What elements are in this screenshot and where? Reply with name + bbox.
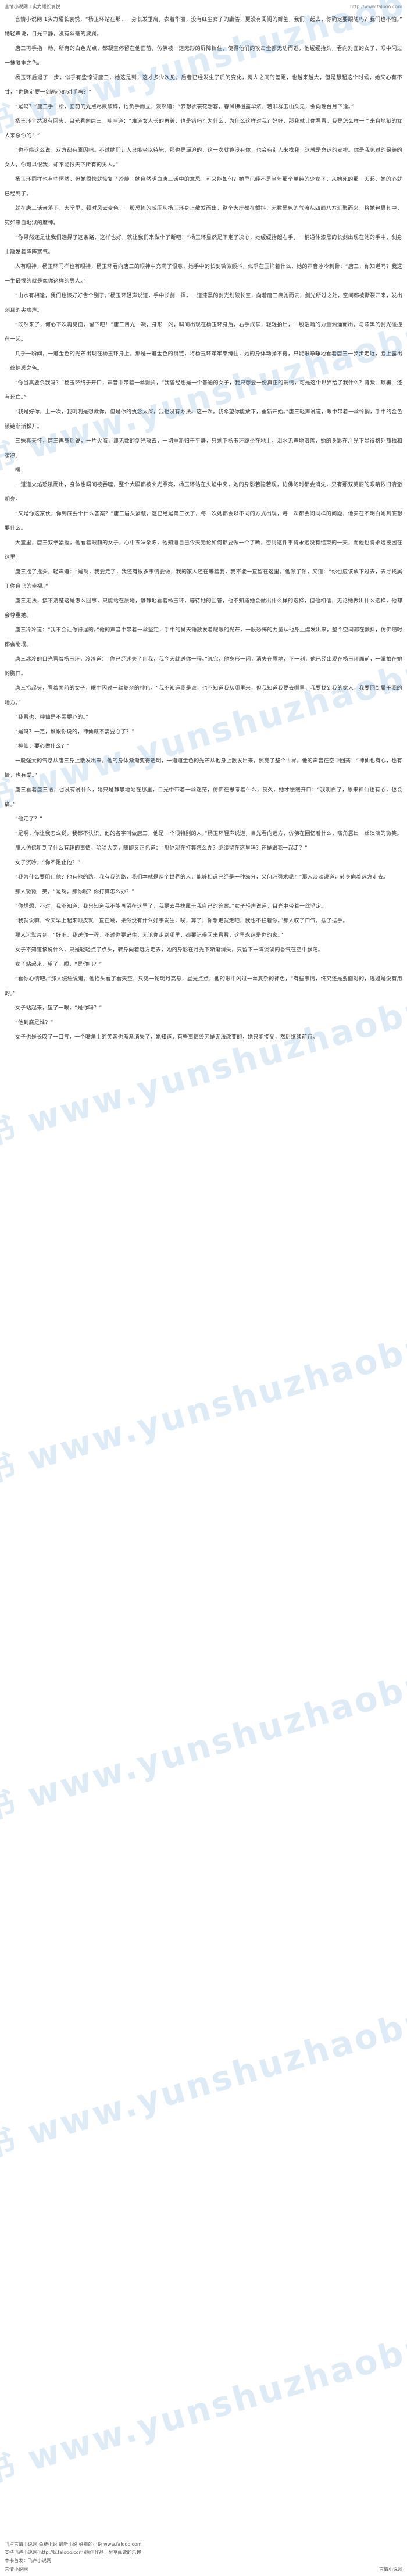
paragraph: 那人沉默片刻，“好吧，我送你一程，不过你要记住，无论你走到哪里，都要记得回来看看… [15, 933, 284, 939]
paragraph: 女子不知道该说什么，只是轻轻点了点头，转身向着远方走去，她的身影在月光下渐渐消失… [15, 947, 324, 953]
paragraph: “既然来了，何必下次再见面，留下吧！”唐三目光一凝，身形一闪，瞬间出现在杨玉环身… [5, 322, 402, 342]
paragraph: 女子沉吟，“你不阻止他？” [15, 860, 81, 866]
paragraph: 女子也是长叹了一口气，一个嘴角上的笑容也渐渐消失了，她知道，有些事情终究是无法改… [15, 1034, 318, 1040]
paragraph: “神仙，要心做什么？” [15, 744, 70, 750]
paragraph: “也不能这么说，双方都有原因吧。不过她们让人只能坐以待毙，那也是逼迫的，这一次就… [5, 148, 402, 168]
paragraph: 那人仿佛听到了什么有趣的事情，哈哈大笑，随即又正色道：“那你现在打算怎么办？继续… [15, 845, 308, 851]
paragraph: 唐三抬起头，看着面前的女子，眼中闪过一丝复杂的神色，“我不知道我是谁，也不知道我… [5, 686, 402, 706]
paragraph: 人有眼神，杨玉环同样也有眼神，杨玉环看向唐三的眼神中充满了恨意，她手中的长剑微微… [5, 264, 402, 284]
paragraph: “我看也，神仙是不需要心的。” [15, 715, 89, 720]
header-left-text: 言情小说网 1实力耀长袁悦 [5, 4, 60, 9]
paragraph: 言情小说网 1实力耀长袁悦，“杨玉环站在那，一身长发垂肩，衣着华丽，没有红尘女子… [5, 17, 402, 37]
paragraph: 唐三冷冷道：“我不会让你得逞的。”他的声音中带着一丝坚定，手中的昊天锤散发着耀眼… [5, 627, 402, 648]
footer-line-2: 支持飞卢小说网(http://b.falooo.com)原创作品，尽享阅读的乐趣… [5, 2550, 146, 2555]
paragraph: 几乎一瞬间，一道金色的光芒出现在杨玉环身上，那是一道金色的锁链，将杨玉环牢牢束缚… [5, 351, 402, 372]
paragraph: “是吗？一定，谁跟你说的，神仙就不需要心了？” [15, 729, 135, 735]
footer-left: 言情小说网 [5, 2567, 28, 2572]
footer-line-1: 飞卢言情小说网 免费小说 最新小说 好看的小说 www.falooo.com [5, 2542, 142, 2547]
paragraph: 唐三冰冷的目光看着杨玉环，冷冷道：“你已经迷失了自我，我今天就送你一程。”说完，… [5, 657, 402, 677]
paragraph: 女子站起来，望了一眼，“是你吗？” [15, 1005, 102, 1011]
paragraph: 大堂里，唐三双拳紧握，他看着眼前的女子，心中五味杂陈，他知道自己今天无论如何都要… [5, 540, 402, 561]
paragraph: “看你心情吧。”那人缓缓说道，他抬头看了看天空，只见一轮明月高悬，星光点点，他的… [5, 976, 402, 997]
paragraph: “你果然还是让我们选择了这条路，这样也好，就让我们来做个了断吧！”杨玉环显然是下… [5, 235, 402, 255]
paragraph: 杨玉环同样也有些愕然，但她很快就恢复了冷静，她自然明白唐三话中的意思，可又能如何… [5, 177, 402, 197]
page-header: 言情小说网 1实力耀长袁悦 http://www.falooo.com [5, 3, 402, 10]
paragraph: “你想想，不对，我不知道，我只知道我不能再留在这里了，我要去寻找属于我自己的答案… [15, 904, 327, 909]
paragraph: “是啊，你让我怎么说，我都不认识，他的名字叫做唐三，他是一个很特别的人。”杨玉环… [15, 831, 402, 837]
footer-right: 言情小说网 [379, 2567, 402, 2572]
paragraph: “是吗？”唐三手一松，面前的光点尽数破碎，他负手而立，淡然道：“云想衣裳花想容，… [15, 104, 354, 110]
paragraph: 嘿 [15, 468, 21, 473]
paragraph: “我为什么要阻止他？他有他的路，我有我的路，我们本就是两个世界的人，能够相遇已经… [15, 875, 389, 880]
watermark-logo: 云书 www.yunshuzhaoba.com [0, 1972, 407, 2174]
paragraph: 唐三摇了摇头，轻声道：“是啊，我要走了，我还有很多事情要做，我的家人还在等着我，… [5, 569, 402, 590]
page-footer: 飞卢言情小说网 免费小说 最新小说 好看的小说 www.falooo.com 支… [5, 2541, 402, 2573]
paragraph: 杨玉环全然没有回头，目光看向唐三，喃喃道：“难道女人长的再美，也是错吗？为什么，… [5, 119, 402, 139]
paragraph: 杨玉环后退了一步，似乎有些惊讶唐三，她这是到，这才多少次见，后者已经发生了质的变… [5, 75, 402, 95]
watermark-logo: 云书 www.yunshuzhaoba.com [0, 1635, 407, 1837]
paragraph: 就在唐三话音落下，大堂里，顿时风云变色，一股恐怖的威压从杨玉环身上散发而出，整个… [5, 206, 402, 226]
article-body: 言情小说网 1实力耀长袁悦，“杨玉环站在那，一身长发垂肩，衣着华丽，没有红尘女子… [5, 13, 402, 1045]
header-url[interactable]: http://www.falooo.com [349, 4, 402, 9]
paragraph: 女子站起来，望了一眼，“是你吗？” [15, 962, 102, 968]
paragraph: “他到底是谁？” [15, 1020, 53, 1026]
watermark-logo: 云书 www.yunshuzhaoba.com [0, 1297, 407, 1500]
paragraph: “你当真要杀我吗？”杨玉环终于开口，声音中带着一丝颤抖，“我曾经也是一个普通的女… [5, 380, 402, 401]
paragraph: “又是你这家伙，你到底要个什么答案？”唐三眉头紧皱，这已经是第三次了，每一次她都… [5, 511, 402, 531]
paragraph: 唐三无法，搞不清楚这是怎么回事，只能站在原地，静静地看着杨玉环，等待她的回答，他… [5, 598, 402, 619]
paragraph: “我是好你，上一次，我明明是想救你，但是你的执念太深，我也没有办法。这一次，我希… [5, 409, 402, 430]
paragraph: “山水有相逢，我们也该好好告个别了。”杨玉环轻声说道，手中长剑一挥，一道漆黑的剑… [5, 293, 402, 313]
paragraph: “他走了？” [15, 816, 43, 822]
paragraph: 唐三看着唐三语，也没有说什么，她只是静静地站在那里，目光中带着一丝迷茫，仿佛在思… [5, 787, 402, 808]
paragraph: 一道道火焰怒吼而出，身体也瞬间被吞噬，整个大殿都被火光照亮，杨玉环站在火焰中央，… [5, 482, 402, 502]
watermark-logo: 云书 www.yunshuzhaoba.com [0, 2297, 407, 2500]
paragraph: “我就说嘛，今天早上起来眼皮就一直在跳，果然没有什么好事发生，唉，算了，你想走就… [15, 918, 348, 924]
paragraph: 那人微微一笑，“是啊，那你呢？你打算怎么办？” [15, 889, 135, 895]
paragraph: 唐三再手指一动，所有的白色光点，都凝空停留在他面前，仿佛被一道无形的屏障挡住，使… [5, 46, 402, 66]
footer-line-3: 本书首发：飞卢小说网 [5, 2558, 51, 2563]
paragraph: 一股强大的气息从唐三身上散发出来，他的身体渐渐变得透明，一道道金色的光芒从他身上… [5, 758, 402, 779]
paragraph: 三妹真天怀，唐三再身后说，一片火海，那无数的剑光散去，一切重新归于平静，只剩下杨… [5, 438, 402, 459]
